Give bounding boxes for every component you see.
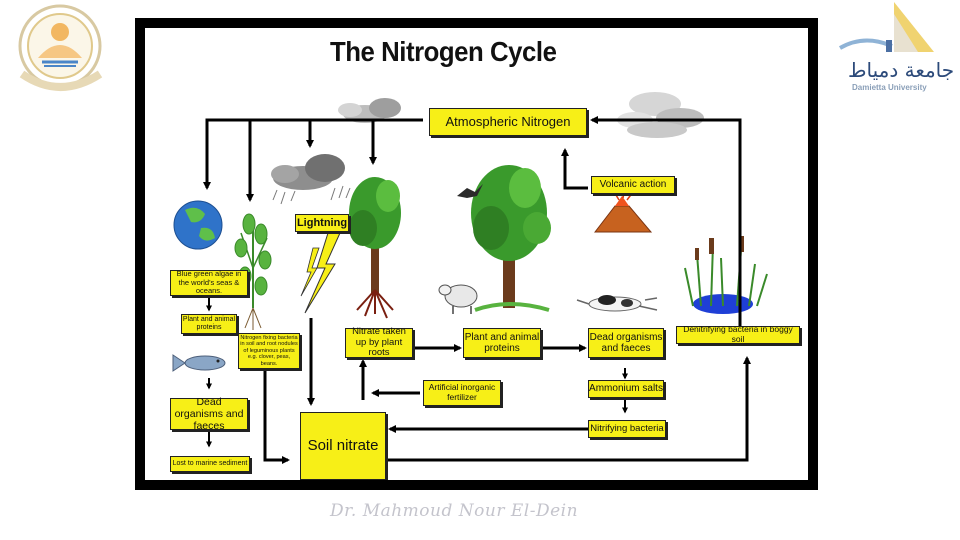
denitrifying-bacteria-box: Denitrifying bacteria in boggy soil bbox=[676, 324, 800, 344]
arrow-volcanic-to-atmospheric bbox=[561, 148, 588, 190]
sheep-icon bbox=[438, 284, 478, 314]
marsh-reeds-icon bbox=[684, 236, 768, 314]
arrow-to-algae bbox=[203, 118, 423, 190]
plant-animal-proteins-box: Plant and animal proteins bbox=[463, 328, 541, 358]
volcanic-action-box: Volcanic action bbox=[591, 176, 675, 194]
ammonium-salts-box: Ammonium salts bbox=[588, 380, 664, 398]
fish-icon bbox=[172, 354, 226, 372]
lost-to-marine-sediment-box: Lost to marine sediment bbox=[170, 456, 250, 472]
atmospheric-nitrogen-box: Atmospheric Nitrogen bbox=[429, 108, 587, 136]
nitrogen-cycle-diagram: The Nitrogen Cycle bbox=[145, 28, 808, 480]
diagram-artwork bbox=[172, 92, 768, 464]
tree-icon bbox=[471, 165, 551, 312]
university-english-name: Damietta University bbox=[852, 83, 927, 92]
tree-icon bbox=[349, 177, 401, 319]
diagram-title: The Nitrogen Cycle bbox=[330, 36, 557, 67]
lightning-bolt-icon bbox=[300, 232, 341, 314]
nitrate-taken-up-box: Nitrate taken up by plant roots bbox=[345, 326, 413, 358]
globe-icon bbox=[173, 200, 223, 250]
volcano-icon bbox=[593, 187, 653, 233]
dead-animal-icon bbox=[576, 295, 658, 312]
clover-plant-icon bbox=[234, 213, 272, 330]
dead-organisms-right-box: Dead organisms and faeces bbox=[588, 328, 664, 358]
dead-organisms-left-box: Dead organisms and faeces bbox=[170, 396, 248, 432]
rain-cloud-icon bbox=[271, 154, 351, 205]
nitrogen-fixing-bacteria-box: Nitrogen fixing bacteria in soil and roo… bbox=[238, 333, 300, 369]
damietta-university-logo-icon bbox=[838, 2, 934, 52]
plant-animal-proteins-small-box: Plant and animal proteins bbox=[181, 314, 237, 334]
cloud-icon bbox=[617, 92, 704, 138]
lightning-box: Lightning bbox=[295, 214, 349, 232]
bird-icon bbox=[457, 184, 483, 198]
nitrifying-bacteria-box: Nitrifying bacteria bbox=[588, 420, 666, 438]
diagram-frame: The Nitrogen Cycle bbox=[135, 18, 818, 490]
blue-green-algae-box: Blue green algae in the world's seas & o… bbox=[170, 269, 248, 296]
faculty-of-science-seal-icon bbox=[18, 4, 103, 91]
artificial-fertilizer-box: Artificial inorganic fertilizer bbox=[423, 380, 501, 406]
soil-nitrate-box: Soil nitrate bbox=[300, 412, 386, 480]
arrow-nitrate-to-denitrifying bbox=[383, 356, 751, 462]
arrow-denitrifying-to-atmospheric bbox=[590, 116, 742, 328]
university-arabic-name: جامعة دمياط bbox=[848, 58, 955, 82]
footer-author: Dr. Mahmoud Nour El-Dein bbox=[330, 501, 579, 521]
arrow-fixing-to-nitrate bbox=[263, 370, 290, 464]
